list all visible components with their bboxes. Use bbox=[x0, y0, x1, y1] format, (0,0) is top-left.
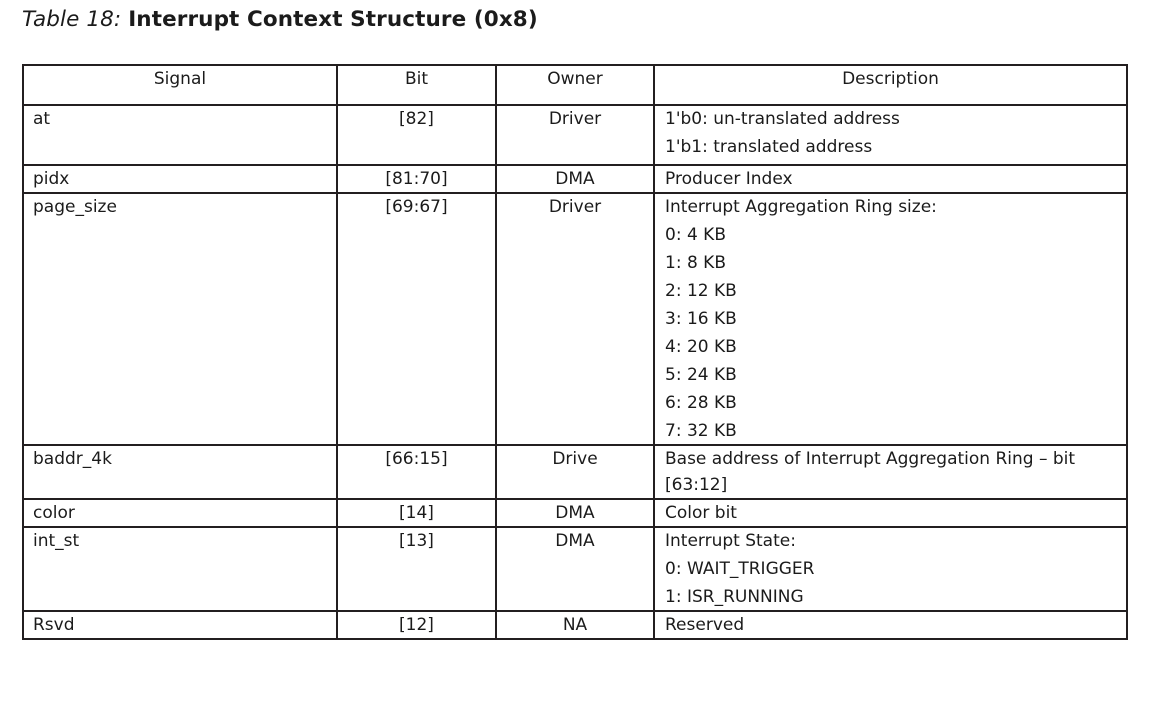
cell-description: Color bit bbox=[653, 498, 1128, 528]
cell-owner: Driver bbox=[495, 192, 655, 446]
cell-signal: pidx bbox=[22, 164, 338, 194]
cell-description: Reserved bbox=[653, 610, 1128, 640]
description-line: Reserved bbox=[665, 615, 745, 635]
description-line: 0: WAIT_TRIGGER bbox=[665, 559, 815, 579]
cell-signal: at bbox=[22, 104, 338, 166]
description-line: 6: 28 KB bbox=[665, 393, 737, 413]
cell-signal: page_size bbox=[22, 192, 338, 446]
interrupt-context-structure-table: Signal Bit Owner Description at[82]Drive… bbox=[22, 64, 1128, 640]
cell-signal: Rsvd bbox=[22, 610, 338, 640]
column-header-description: Description bbox=[653, 64, 1128, 106]
cell-owner: DMA bbox=[495, 498, 655, 528]
cell-bit: [12] bbox=[336, 610, 497, 640]
column-header-signal: Signal bbox=[22, 64, 338, 106]
cell-owner: NA bbox=[495, 610, 655, 640]
description-line: 0: 4 KB bbox=[665, 225, 726, 245]
column-header-bit: Bit bbox=[336, 64, 497, 106]
column-header-owner: Owner bbox=[495, 64, 655, 106]
cell-bit: [82] bbox=[336, 104, 497, 166]
description-line: Producer Index bbox=[665, 169, 793, 189]
table-caption-title: Interrupt Context Structure (0x8) bbox=[128, 7, 538, 32]
cell-description: Producer Index bbox=[653, 164, 1128, 194]
cell-description: Interrupt Aggregation Ring size: 0: 4 KB 1… bbox=[653, 192, 1128, 446]
cell-signal: int_st bbox=[22, 526, 338, 612]
table-row: int_st[13]DMA Interrupt State: 0: WAIT_TRI… bbox=[22, 526, 1128, 612]
description-line: 1: ISR_RUNNING bbox=[665, 587, 804, 607]
description-line: Interrupt Aggregation Ring size: bbox=[665, 197, 937, 217]
table-row: pidx[81:70]DMA Producer Index bbox=[22, 164, 1128, 194]
description-line: 1'b1: translated address bbox=[665, 137, 873, 157]
description-line: Interrupt State: bbox=[665, 531, 796, 551]
description-line: Color bit bbox=[665, 503, 737, 523]
cell-owner: Drive bbox=[495, 444, 655, 500]
cell-description: 1'b0: un-translated address 1'b1: transla… bbox=[653, 104, 1128, 166]
description-line: 5: 24 KB bbox=[665, 365, 737, 385]
table-row: color[14]DMA Color bit bbox=[22, 498, 1128, 528]
cell-owner: DMA bbox=[495, 164, 655, 194]
description-line: 7: 32 KB bbox=[665, 421, 737, 441]
cell-bit: [66:15] bbox=[336, 444, 497, 500]
description-line: 1'b0: un-translated address bbox=[665, 109, 900, 129]
table-header-row: Signal Bit Owner Description bbox=[22, 64, 1128, 106]
cell-bit: [81:70] bbox=[336, 164, 497, 194]
cell-bit: [13] bbox=[336, 526, 497, 612]
cell-description: Interrupt State: 0: WAIT_TRIGGER 1: ISR_RU… bbox=[653, 526, 1128, 612]
cell-owner: Driver bbox=[495, 104, 655, 166]
description-line: 1: 8 KB bbox=[665, 253, 726, 273]
description-line: 2: 12 KB bbox=[665, 281, 737, 301]
table-header: Signal Bit Owner Description bbox=[22, 64, 1128, 106]
description-line: Base address of Interrupt Aggregation Ri… bbox=[665, 449, 1076, 495]
cell-signal: color bbox=[22, 498, 338, 528]
cell-description: Base address of Interrupt Aggregation Ri… bbox=[653, 444, 1128, 500]
cell-signal: baddr_4k bbox=[22, 444, 338, 500]
cell-bit: [14] bbox=[336, 498, 497, 528]
cell-bit: [69:67] bbox=[336, 192, 497, 446]
description-line: 4: 20 KB bbox=[665, 337, 737, 357]
description-line: 3: 16 KB bbox=[665, 309, 737, 329]
table-caption: Table 18: Interrupt Context Structure (0… bbox=[22, 6, 538, 34]
table-row: Rsvd[12]NA Reserved bbox=[22, 610, 1128, 640]
cell-owner: DMA bbox=[495, 526, 655, 612]
table-caption-label: Table 18: bbox=[22, 7, 122, 32]
table-container: Signal Bit Owner Description at[82]Drive… bbox=[22, 64, 1128, 640]
